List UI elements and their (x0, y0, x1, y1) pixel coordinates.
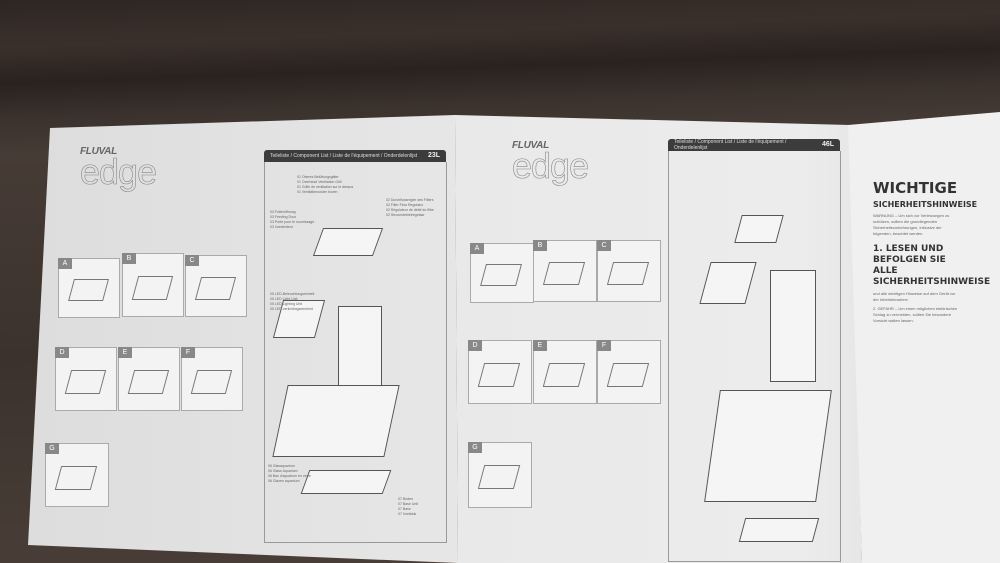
logo-product: edge (80, 151, 158, 192)
part-label: 01 Ventilatierooster boven (297, 190, 338, 194)
part-label: 01 Grille de ventilation sur le dessus (297, 185, 354, 189)
panel-letter: G (45, 443, 59, 454)
logo-brand: FLUVAL (80, 146, 117, 157)
part-label: 03 Futteröffnung (270, 210, 296, 214)
panel-letter: F (597, 340, 611, 351)
step-panel-f: F (597, 340, 661, 404)
fluval-edge-logo: FLUVAL edge (80, 146, 158, 192)
step-panel-g: G (45, 443, 109, 507)
part-label: 03 Porte pour le nourrissage (270, 220, 315, 224)
part-label: 06 Glass Aquarium (268, 469, 298, 473)
step-panel-b: B (122, 253, 184, 317)
header-title: Teileliste / Component List / Liste de l… (270, 153, 418, 159)
component-list-header: Teileliste / Component List / Liste de l… (264, 150, 446, 162)
panel-letter: E (533, 340, 547, 351)
safety-column: WICHTIGE SICHERHEITSHINWEISE WARNUNG – U… (873, 179, 991, 324)
panel-letter: A (470, 243, 484, 254)
panel-letter: C (185, 255, 199, 266)
base-illustration (738, 518, 820, 542)
warning-text: WARNUNG – Um sich vor Verletzungen zu sc… (873, 213, 950, 236)
panel-letter: D (468, 340, 482, 351)
component-list-header: Teileliste / Component List / Liste de l… (668, 139, 840, 151)
section-1-heading: 1. LESEN UND BEFOLGEN SIE ALLE SICHERHEI… (873, 244, 991, 287)
step-panel-a: A (470, 243, 534, 303)
part-label: 06 Glasaquarium (268, 464, 295, 468)
panel-letter: E (118, 347, 132, 358)
logo-product: edge (512, 145, 590, 186)
part-label: 05 LED Light Unit (270, 297, 298, 301)
part-label: 07 Boden (398, 497, 413, 501)
step-panel-b: B (533, 240, 597, 302)
safety-title: WICHTIGE (873, 179, 958, 197)
part-label: 05 LED-Beleuchtungseinheit (270, 292, 315, 296)
step-panel-g: G (468, 442, 532, 508)
glass-aquarium-illustration (272, 385, 400, 457)
glass-aquarium-illustration (704, 390, 832, 502)
fluval-edge-logo: FLUVAL edge (512, 140, 590, 186)
step-panel-e: E (118, 347, 180, 411)
cover-illustration (312, 228, 384, 256)
danger-text: 2. GEFAHR – Um einen möglichen elektrisc… (873, 306, 958, 323)
part-label: 05 LED-verlichtingseenheid (270, 307, 313, 311)
panel-letter: F (181, 347, 195, 358)
component-diagram-frame (668, 151, 841, 562)
part-label: 02 Stroomdebietregelaar (386, 213, 425, 217)
part-label: 02 Filter Flow Regulator (386, 203, 424, 207)
step-panel-d: D (55, 347, 117, 411)
panel-letter: G (468, 442, 482, 453)
part-label: 06 Bac d'aquarium en verre (268, 474, 311, 478)
part-label: 02 Durchflussregler des Filters (386, 198, 434, 202)
panel-letter: A (58, 258, 72, 269)
part-label: 02 Régulateur de débit du filtre (386, 208, 434, 212)
filter-illustration (338, 306, 382, 386)
header-title: Teileliste / Component List / Liste de l… (674, 139, 787, 151)
section-1-body: und alle wichtigen Hinweise auf dem Gerä… (873, 291, 956, 302)
part-label: 03 Feeding Door (270, 215, 297, 219)
step-panel-f: F (181, 347, 243, 411)
tank-size: 46L (821, 141, 834, 148)
component-diagram-frame (264, 162, 447, 543)
panel-letter: D (55, 347, 69, 358)
panel-letter: C (597, 240, 611, 251)
safety-subtitle: SICHERHEITSHINWEISE (873, 200, 978, 209)
step-panel-c: C (597, 240, 661, 302)
panel-letter: B (533, 240, 547, 251)
logo-brand: FLUVAL (512, 140, 549, 151)
panel-letter: B (122, 253, 136, 264)
part-label: 06 Glazen aquarium (268, 479, 300, 483)
step-panel-c: C (185, 255, 247, 317)
step-panel-a: A (58, 258, 120, 318)
part-label: 01 Oberes Belüftungsgitter (297, 175, 339, 179)
filter-illustration (770, 270, 816, 382)
step-panel-e: E (533, 340, 597, 404)
tank-size: 23L (427, 152, 440, 159)
part-label: 01 Overhead Ventilation Grill (297, 180, 342, 184)
part-label: 03 Voederdeur (270, 225, 293, 229)
part-label: 07 Base Unit (398, 502, 419, 506)
cover-illustration (734, 215, 784, 243)
part-label: 05 LED Lighting Unit (270, 302, 303, 306)
part-label: 07 Base (398, 507, 411, 511)
part-label: 07 Voetstuk (398, 512, 417, 516)
step-panel-d: D (468, 340, 532, 404)
